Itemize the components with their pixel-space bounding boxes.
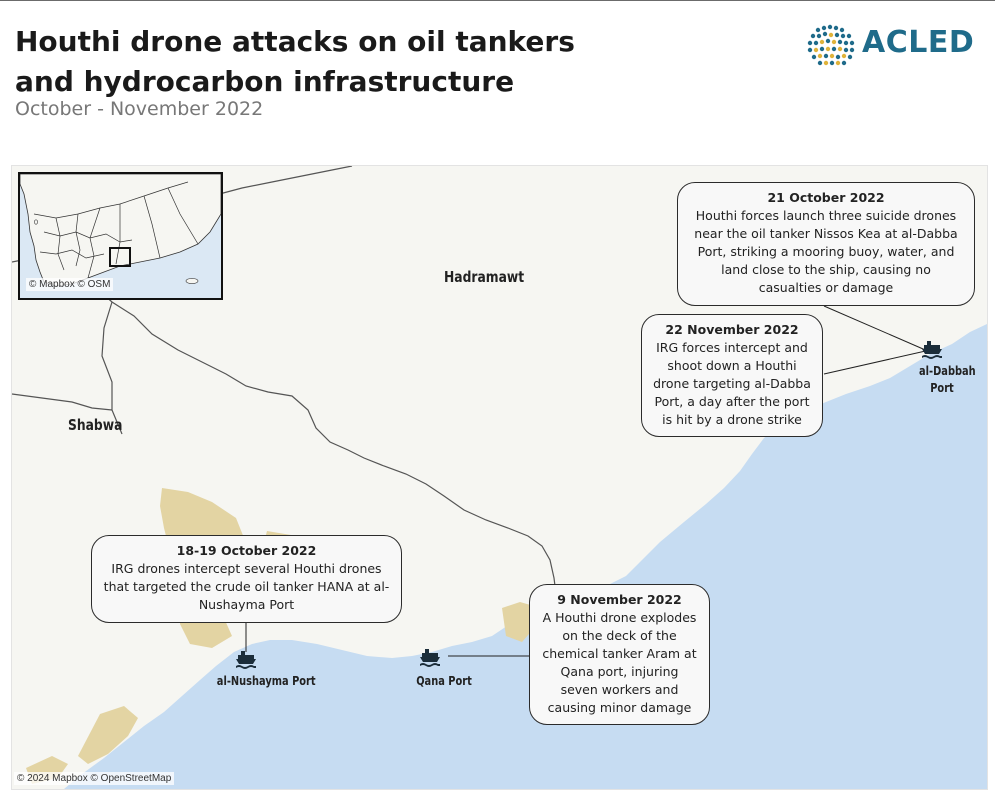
inset-map: © Mapbox © OSM — [18, 172, 223, 300]
port-label-al-dabbah-1: al-Dabbah — [919, 364, 976, 378]
port-label-al-dabbah-2: Port — [930, 381, 954, 395]
callout-text: IRG drones intercept several Houthi dron… — [103, 561, 390, 612]
port-label-al-nushayma: al-Nushayma Port — [216, 674, 316, 688]
title-line-1: Houthi drone attacks on oil tankers — [15, 25, 575, 58]
callout-18-19-october: 18-19 October 2022 IRG drones intercept … — [91, 535, 402, 623]
callout-9-november: 9 November 2022 A Houthi drone explodes … — [529, 584, 710, 725]
inset-attribution: © Mapbox © OSM — [26, 278, 114, 291]
top-rule — [0, 0, 995, 1]
inset-highlight-box — [109, 247, 131, 267]
port-label-qana: Qana Port — [416, 674, 472, 688]
callout-text: IRG forces intercept and shoot down a Ho… — [653, 340, 811, 427]
map-panel[interactable]: © Mapbox © OSM Hadramawt Shabwa al-Dabba… — [11, 165, 988, 790]
page-title: Houthi drone attacks on oil tankers and … — [15, 22, 635, 102]
inset-map-graphic — [20, 174, 221, 298]
acled-logo: ACLED — [804, 22, 984, 72]
callout-date: 21 October 2022 — [767, 190, 885, 205]
page-subtitle: October - November 2022 — [15, 98, 264, 120]
callout-22-november: 22 November 2022 IRG forces intercept an… — [641, 314, 823, 437]
region-label-shabwa: Shabwa — [68, 416, 123, 434]
acled-logo-text: ACLED — [862, 25, 975, 60]
ship-icon — [922, 341, 942, 359]
callout-21-october: 21 October 2022 Houthi forces launch thr… — [677, 182, 975, 306]
callout-date: 9 November 2022 — [557, 592, 682, 607]
callout-text: A Houthi drone explodes on the deck of t… — [542, 610, 697, 715]
callout-text: Houthi forces launch three suicide drone… — [694, 208, 958, 295]
sand-patch — [502, 602, 536, 642]
region-label-hadramawt: Hadramawt — [444, 268, 525, 286]
sand-patch — [78, 706, 138, 764]
ship-icon — [236, 651, 256, 669]
title-line-2: and hydrocarbon infrastructure — [15, 65, 515, 98]
ship-icon — [420, 649, 440, 667]
acled-logo-icon — [807, 24, 855, 66]
sea-area — [64, 324, 987, 789]
map-attribution[interactable]: © 2024 Mapbox © OpenStreetMap — [14, 772, 175, 785]
callout-date: 22 November 2022 — [665, 322, 799, 337]
callout-date: 18-19 October 2022 — [176, 543, 317, 558]
